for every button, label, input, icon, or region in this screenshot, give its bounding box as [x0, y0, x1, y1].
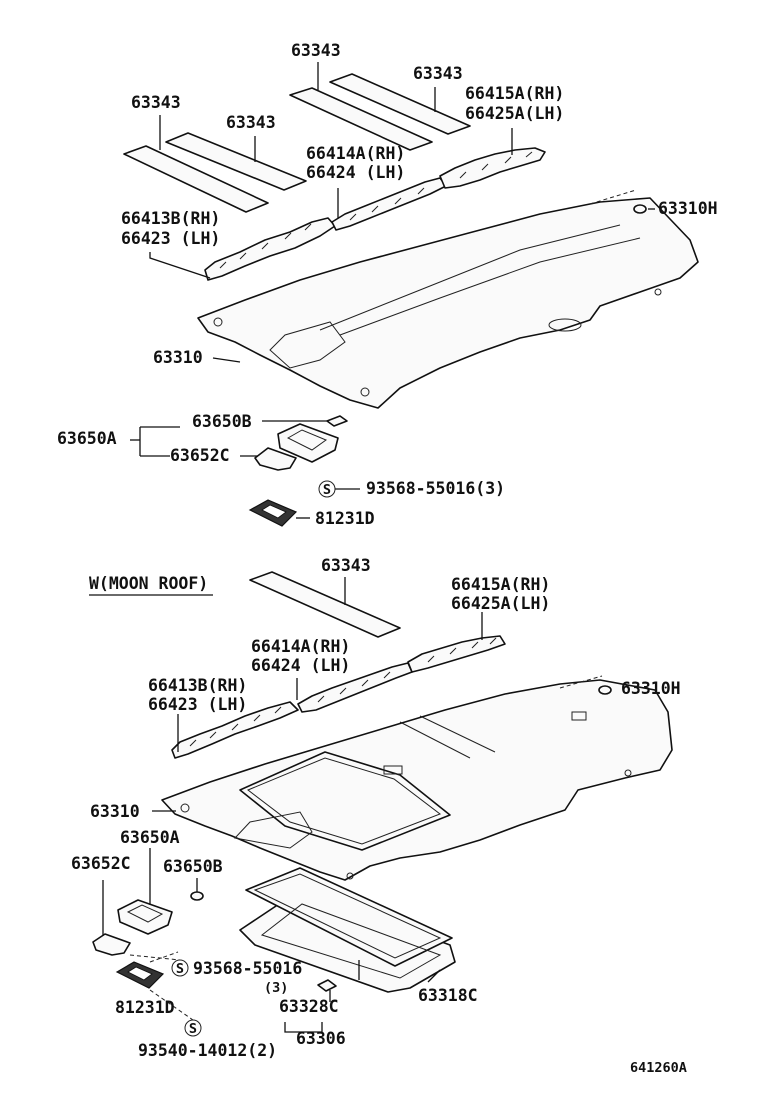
lower-headliner-recess — [234, 811, 313, 849]
upper-headliner-panel — [197, 197, 699, 409]
lower-sunshade-panel — [245, 867, 453, 967]
upper-bracket-mid — [331, 177, 447, 231]
lower-moonroof-opening — [239, 751, 451, 851]
lower-label-bracket-front-rh: 66413B(RH) — [148, 676, 247, 695]
upper-assembly: S 63343 63343 63343 63343 6641 — [57, 41, 718, 528]
upper-label-felt-1: 63343 — [131, 93, 181, 112]
upper-label-bracket-rear-lh: 66425A(LH) — [465, 104, 564, 123]
upper-felt-pad-1 — [123, 145, 269, 213]
upper-lamp-housing — [277, 423, 339, 463]
lower-label-screw: 93568-55016 — [193, 959, 302, 978]
upper-bracket-front — [204, 217, 336, 281]
lower-label-lamp-assy: 63650A — [120, 828, 180, 847]
lower-label-sunshade: 63306 — [296, 1029, 346, 1048]
upper-label-felt-3: 63343 — [291, 41, 341, 60]
upper-label-lamp-assy: 63650A — [57, 429, 117, 448]
upper-bracket-rear — [439, 147, 546, 189]
upper-felt-pad-4 — [329, 73, 471, 135]
upper-label-bracket-front-lh: 66423 (LH) — [121, 229, 220, 248]
lower-lamp-lens — [190, 891, 204, 901]
upper-label-clip: 63310H — [658, 199, 718, 218]
lower-label-bracket-mid-rh: 66414A(RH) — [251, 637, 350, 656]
lower-label-lamp-lens: 63650B — [163, 857, 223, 876]
upper-label-headliner: 63310 — [153, 348, 203, 367]
lower-label-screw-2: 93540-14012(2) — [138, 1041, 277, 1060]
lower-label-sunshade-panel: 63318C — [418, 986, 478, 1005]
lower-label-console: 81231D — [115, 998, 175, 1017]
lower-assembly: W(MOON ROOF) — [71, 556, 681, 1060]
upper-felt-pad-2 — [165, 132, 307, 191]
lower-screw-2-symbol: S — [189, 1021, 197, 1037]
lower-label-bracket-rear-lh: 66425A(LH) — [451, 594, 550, 613]
lower-label-headliner: 63310 — [90, 802, 140, 821]
upper-label-lamp-lens: 63650B — [192, 412, 252, 431]
upper-label-felt-4: 63343 — [413, 64, 463, 83]
lower-lamp-base — [92, 933, 131, 956]
upper-lamp-lens — [326, 415, 348, 427]
lower-label-bracket-rear-rh: 66415A(RH) — [451, 575, 550, 594]
lower-headliner-panel — [161, 679, 673, 881]
lower-felt-pad — [249, 571, 401, 638]
lower-section-title: W(MOON ROOF) — [89, 574, 208, 593]
upper-label-lamp-base: 63652C — [170, 446, 230, 465]
upper-headliner-recess — [269, 321, 346, 369]
upper-felt-pad-3 — [289, 87, 433, 151]
upper-label-bracket-mid-rh: 66414A(RH) — [306, 144, 405, 163]
upper-lamp-base — [254, 447, 297, 471]
lower-screw-symbol: S — [176, 961, 184, 977]
upper-label-console: 81231D — [315, 509, 375, 528]
lower-bracket-front — [171, 701, 299, 759]
lower-clip — [598, 685, 612, 695]
lower-label-clip: 63310H — [621, 679, 681, 698]
upper-label-bracket-front-rh: 66413B(RH) — [121, 209, 220, 228]
lower-label-sunshade-clip: 63328C — [279, 997, 339, 1016]
lower-label-screw-qty: (3) — [264, 980, 288, 996]
upper-label-bracket-mid-lh: 66424 (LH) — [306, 163, 405, 182]
upper-clip — [633, 204, 647, 214]
upper-headliner-handle-recess — [548, 318, 582, 332]
upper-headliner-ridge — [319, 224, 621, 331]
upper-screw-symbol: S — [323, 482, 331, 498]
lower-bracket-rear — [407, 635, 506, 673]
lower-label-bracket-mid-lh: 66424 (LH) — [251, 656, 350, 675]
lower-label-lamp-base: 63652C — [71, 854, 131, 873]
lower-sunshade-clip — [317, 979, 337, 992]
upper-label-screw: 93568-55016(3) — [366, 479, 505, 498]
figure-code: 641260A — [630, 1060, 687, 1076]
lower-lamp-housing — [117, 899, 173, 935]
upper-label-felt-2: 63343 — [226, 113, 276, 132]
lower-label-felt: 63343 — [321, 556, 371, 575]
lower-label-bracket-front-lh: 66423 (LH) — [148, 695, 247, 714]
upper-label-bracket-rear-rh: 66415A(RH) — [465, 84, 564, 103]
